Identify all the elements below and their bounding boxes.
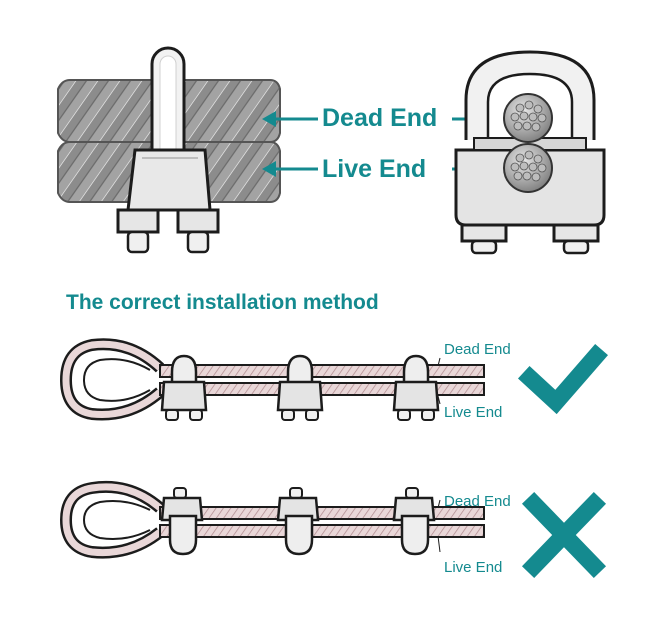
- side-view-clip-illustration: [57, 46, 281, 254]
- clip-2-incorrect: [276, 487, 320, 556]
- correct-dead-end-label: Dead End: [444, 341, 511, 358]
- check-icon: [517, 344, 608, 415]
- correct-live-end-label: Live End: [444, 404, 503, 421]
- incorrect-live-end-label: Live End: [444, 559, 503, 576]
- clip-2-correct: [276, 354, 324, 421]
- clip-1-correct: [160, 354, 208, 421]
- correct-installation-illustration: [59, 338, 485, 421]
- cross-section-clip-illustration: [454, 50, 606, 255]
- dead-end-label-top: Dead End: [322, 104, 438, 132]
- clip-1-incorrect: [160, 487, 204, 556]
- section-heading: The correct installation method: [66, 291, 379, 314]
- live-end-arrow-left: [262, 161, 318, 177]
- live-end-label-top: Live End: [322, 155, 427, 183]
- dead-end-arrow-left: [262, 111, 318, 127]
- clip-3-correct: [392, 354, 440, 421]
- cross-icon: [521, 491, 607, 579]
- clip-3-incorrect: [392, 487, 436, 556]
- incorrect-dead-end-label: Dead End: [444, 493, 511, 510]
- incorrect-installation-illustration: [59, 480, 485, 559]
